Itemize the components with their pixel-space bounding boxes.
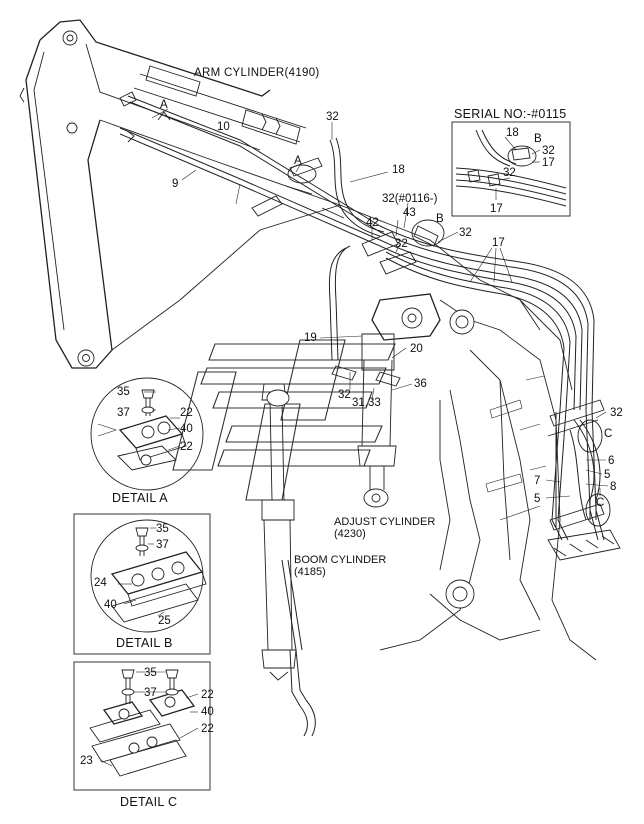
callout-20: 20 (410, 343, 423, 355)
detail-a-callout-40: 40 (180, 423, 193, 435)
adjust-cylinder-label-1: ADJUST CYLINDER (334, 516, 435, 528)
detail-c-callout-22-b: 22 (201, 723, 214, 735)
callout-6: 6 (608, 455, 614, 467)
detail-c-callout-40: 40 (201, 706, 214, 718)
detail-a-callout-22-b: 22 (180, 441, 193, 453)
callout-42: 42 (366, 217, 379, 229)
inset-callout-17-a: 17 (542, 157, 555, 169)
callout-32-b: 32 (459, 227, 472, 239)
name-labels: ARM CYLINDER(4190) BOOM CYLINDER (4185) … (112, 67, 567, 809)
detail-b-view (73, 513, 211, 655)
callout-5-a: 5 (604, 469, 610, 481)
callout-32-a: 32 (326, 111, 339, 123)
callout-numbers: 10 9 A A 32 18 32(#0116-) 42 43 B 32 32 … (80, 99, 623, 767)
callout-32-0116: 32(#0116-) (382, 193, 438, 205)
detail-c-callout-23: 23 (80, 755, 93, 767)
detail-b-label: DETAIL B (116, 636, 173, 650)
callout-detail-c-1: C (604, 428, 612, 440)
inset-callout-17-b: 17 (490, 203, 503, 215)
callout-18: 18 (392, 164, 405, 176)
boom-cylinder (261, 383, 297, 681)
detail-a-callout-35: 35 (117, 386, 130, 398)
callout-43: 43 (403, 207, 416, 219)
adjust-cylinder-label-2: (4230) (334, 528, 366, 540)
detail-c-view (73, 661, 211, 791)
serial-inset (451, 121, 571, 217)
callout-10: 10 (217, 121, 230, 133)
detail-a-callout-37: 37 (117, 407, 130, 419)
detail-c-label: DETAIL C (120, 795, 177, 809)
callout-5-b: 5 (534, 493, 540, 505)
callout-17: 17 (492, 237, 505, 249)
serial-no-label: SERIAL NO:-#0115 (454, 107, 567, 121)
detail-c-callout-37: 37 (144, 687, 157, 699)
callout-19: 19 (304, 332, 317, 344)
detail-b-callout-35: 35 (156, 523, 169, 535)
detail-b-callout-24: 24 (94, 577, 107, 589)
leader-lines (151, 108, 609, 499)
callout-32-d: 32 (338, 389, 351, 401)
callout-32-e: 32 (610, 407, 623, 419)
detail-c-callout-22-a: 22 (201, 689, 214, 701)
callout-detail-c-2: C (596, 497, 604, 509)
detail-markers (157, 111, 611, 527)
callout-detail-a-1: A (160, 99, 168, 111)
inset-callout-32-a: 32 (542, 145, 555, 157)
inset-callout-18: 18 (506, 127, 519, 139)
adjust-cylinder (331, 293, 441, 508)
callout-detail-b: B (436, 213, 444, 225)
callout-31-33: 31,33 (352, 397, 381, 409)
callout-7: 7 (534, 475, 540, 487)
inset-callout-32-b: 32 (503, 167, 516, 179)
boom-cylinder-label-2: (4185) (294, 566, 326, 578)
detail-c-callout-35: 35 (144, 667, 157, 679)
detail-a-callout-22-a: 22 (180, 407, 193, 419)
callout-9: 9 (172, 178, 178, 190)
detail-b-callout-37: 37 (156, 539, 169, 551)
detail-b-callout-40: 40 (104, 599, 117, 611)
callout-32-c: 32 (395, 238, 408, 250)
detail-a-label: DETAIL A (112, 491, 168, 505)
callout-detail-a-2: A (294, 155, 302, 167)
arm-cylinder-label: ARM CYLINDER(4190) (194, 67, 320, 79)
boom-cylinder-label-1: BOOM CYLINDER (294, 554, 386, 566)
callout-36: 36 (414, 378, 427, 390)
callout-8: 8 (610, 481, 616, 493)
detail-b-callout-25: 25 (158, 615, 171, 627)
inset-callout-b: B (534, 133, 542, 145)
detail-a-view (90, 377, 204, 491)
